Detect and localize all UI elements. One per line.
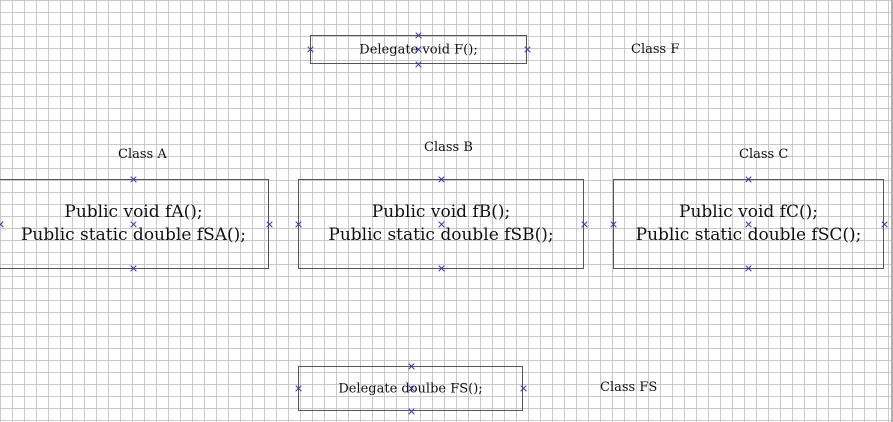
delegate-fs-handle-right[interactable]: [520, 385, 527, 392]
class-a-handle-left[interactable]: [0, 221, 4, 228]
class-a-handle-center[interactable]: [130, 221, 137, 228]
class-b-handle-center[interactable]: [438, 221, 445, 228]
class-f-label: Class F: [631, 42, 680, 57]
class-b-handle-top[interactable]: [438, 176, 445, 183]
delegate-f-handle-bottom[interactable]: [415, 61, 422, 68]
class-c-handle-bottom[interactable]: [745, 265, 752, 272]
class-a-methods: Public void fA(); Public static double f…: [0, 201, 268, 247]
canvas-edge-scrollbar[interactable]: [891, 0, 893, 422]
class-c-method-1: Public void fC();: [679, 202, 818, 222]
class-c-label: Class C: [739, 147, 789, 162]
delegate-f-handle-center[interactable]: [415, 46, 422, 53]
class-b-method-2: Public static double fSB();: [328, 225, 554, 245]
class-c-method-2: Public static double fSC();: [635, 225, 862, 245]
class-a-handle-top[interactable]: [130, 176, 137, 183]
class-c-methods: Public void fC(); Public static double f…: [614, 201, 883, 247]
class-b-box[interactable]: Public void fB(); Public static double f…: [298, 179, 584, 269]
class-a-handle-right[interactable]: [266, 221, 273, 228]
class-a-handle-bottom[interactable]: [130, 265, 137, 272]
class-c-handle-left[interactable]: [610, 221, 617, 228]
class-c-handle-center[interactable]: [745, 221, 752, 228]
delegate-fs-handle-left[interactable]: [295, 385, 302, 392]
class-b-method-1: Public void fB();: [371, 202, 511, 222]
delegate-fs-handle-bottom[interactable]: [408, 408, 415, 415]
delegate-f-handle-top[interactable]: [415, 32, 422, 39]
class-b-methods: Public void fB(); Public static double f…: [299, 201, 583, 247]
class-fs-label: Class FS: [600, 380, 658, 395]
class-b-handle-right[interactable]: [581, 221, 588, 228]
class-b-label: Class B: [424, 140, 473, 155]
delegate-f-handle-left[interactable]: [307, 46, 314, 53]
delegate-fs-handle-top[interactable]: [408, 363, 415, 370]
class-b-handle-left[interactable]: [295, 221, 302, 228]
class-c-handle-right[interactable]: [881, 221, 888, 228]
delegate-f-handle-right[interactable]: [524, 46, 531, 53]
class-a-method-1: Public void fA();: [64, 202, 203, 222]
class-b-handle-bottom[interactable]: [438, 265, 445, 272]
class-a-label: Class A: [118, 147, 167, 162]
delegate-fs-handle-center[interactable]: [408, 385, 415, 392]
class-c-handle-top[interactable]: [745, 176, 752, 183]
class-a-method-2: Public static double fSA();: [20, 225, 246, 245]
